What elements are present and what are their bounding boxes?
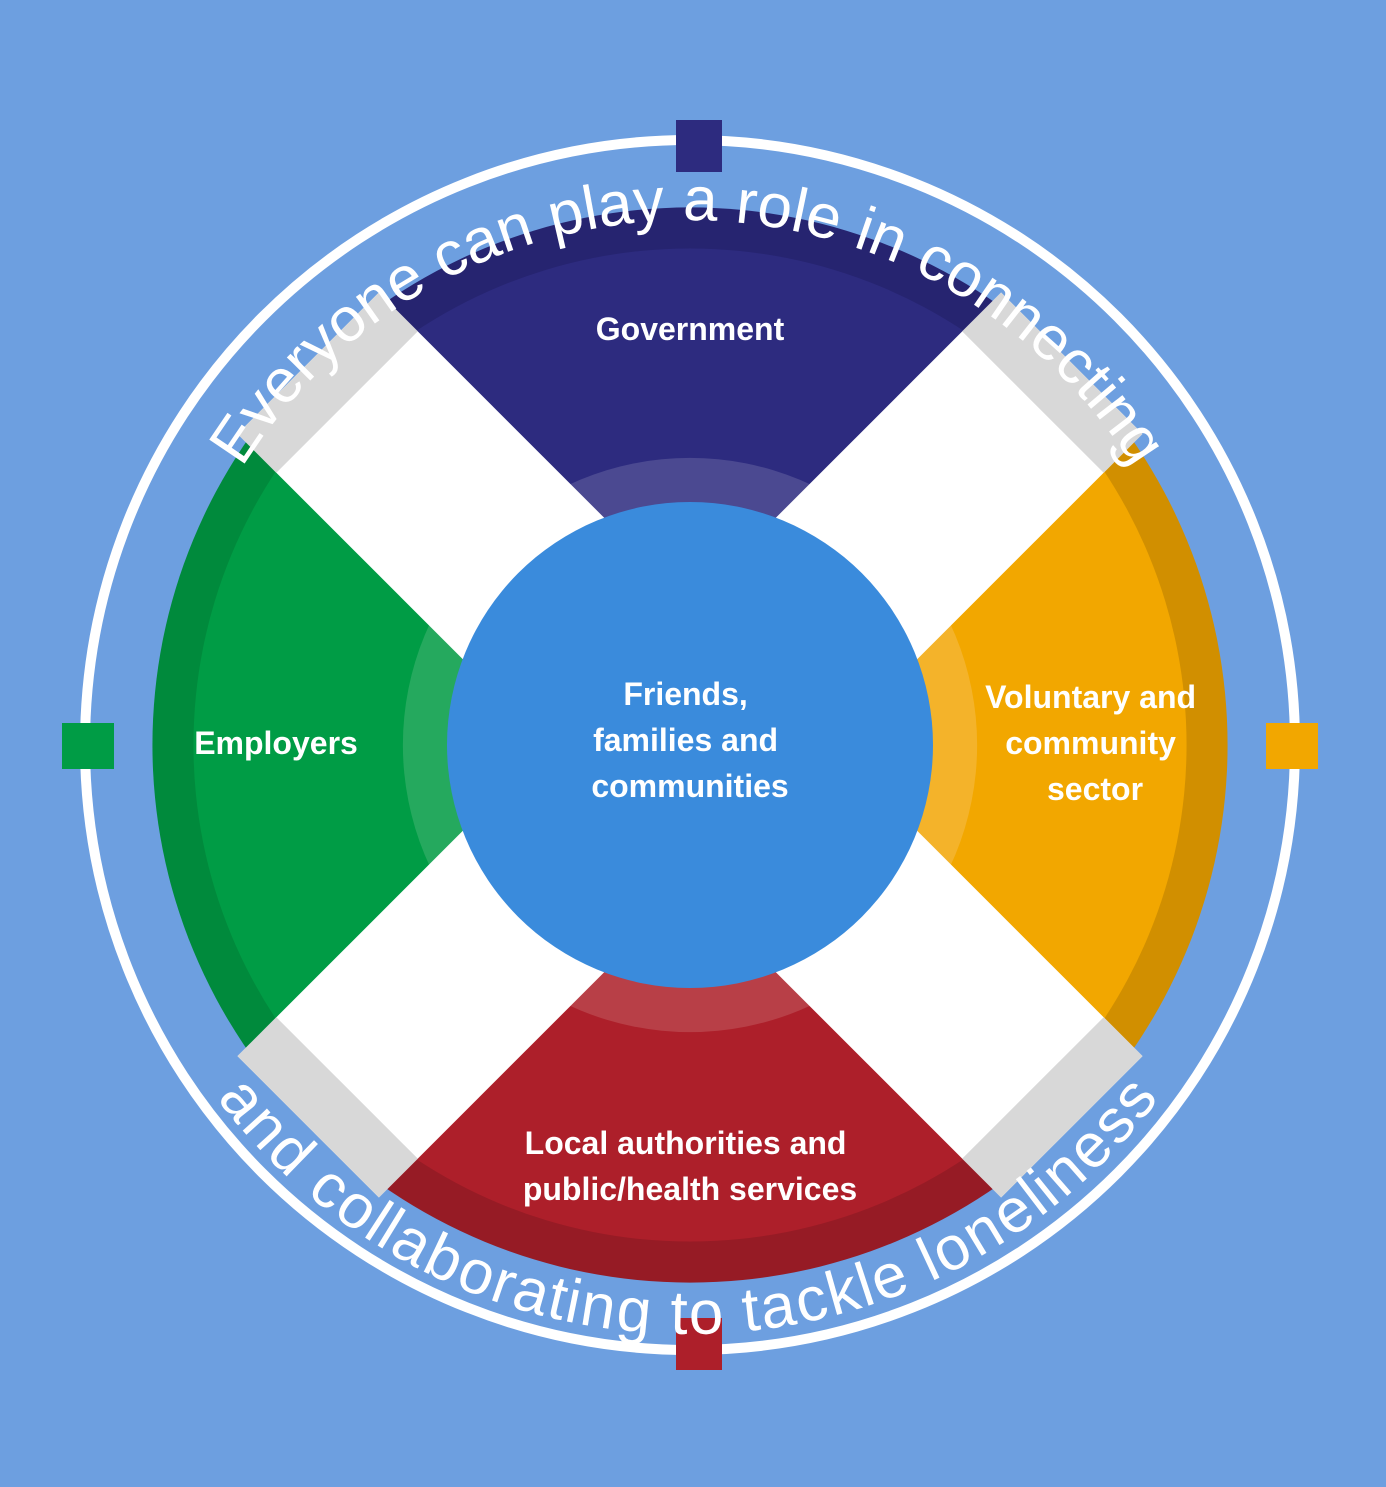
label-voluntary: Voluntary and community sector [985, 679, 1205, 807]
label-employers: Employers [194, 725, 358, 761]
label-voluntary-line-2: community [1005, 725, 1176, 761]
band-ne-end [962, 292, 1143, 473]
band-sw-end [237, 1017, 418, 1198]
label-local-authorities: Local authorities and public/health serv… [523, 1125, 857, 1207]
label-local-authorities-line-1: Local authorities and [525, 1125, 847, 1161]
tab-bottom [676, 1318, 722, 1370]
tab-top [676, 120, 722, 172]
label-center-line-3: communities [591, 768, 788, 804]
label-voluntary-line-3: sector [1047, 771, 1143, 807]
band-se-end [962, 1017, 1143, 1198]
center-hub [447, 502, 933, 988]
label-center-line-2: families and [593, 722, 778, 758]
label-employers-line: Employers [194, 725, 358, 761]
tab-left [62, 723, 114, 769]
label-center-line-1: Friends, [623, 676, 747, 712]
label-government: Government [596, 311, 785, 347]
band-nw-end [237, 292, 418, 473]
tab-right [1266, 723, 1318, 769]
label-government-line: Government [596, 311, 785, 347]
label-voluntary-line-1: Voluntary and [985, 679, 1196, 715]
label-local-authorities-line-2: public/health services [523, 1171, 857, 1207]
label-center: Friends, families and communities [591, 676, 788, 804]
